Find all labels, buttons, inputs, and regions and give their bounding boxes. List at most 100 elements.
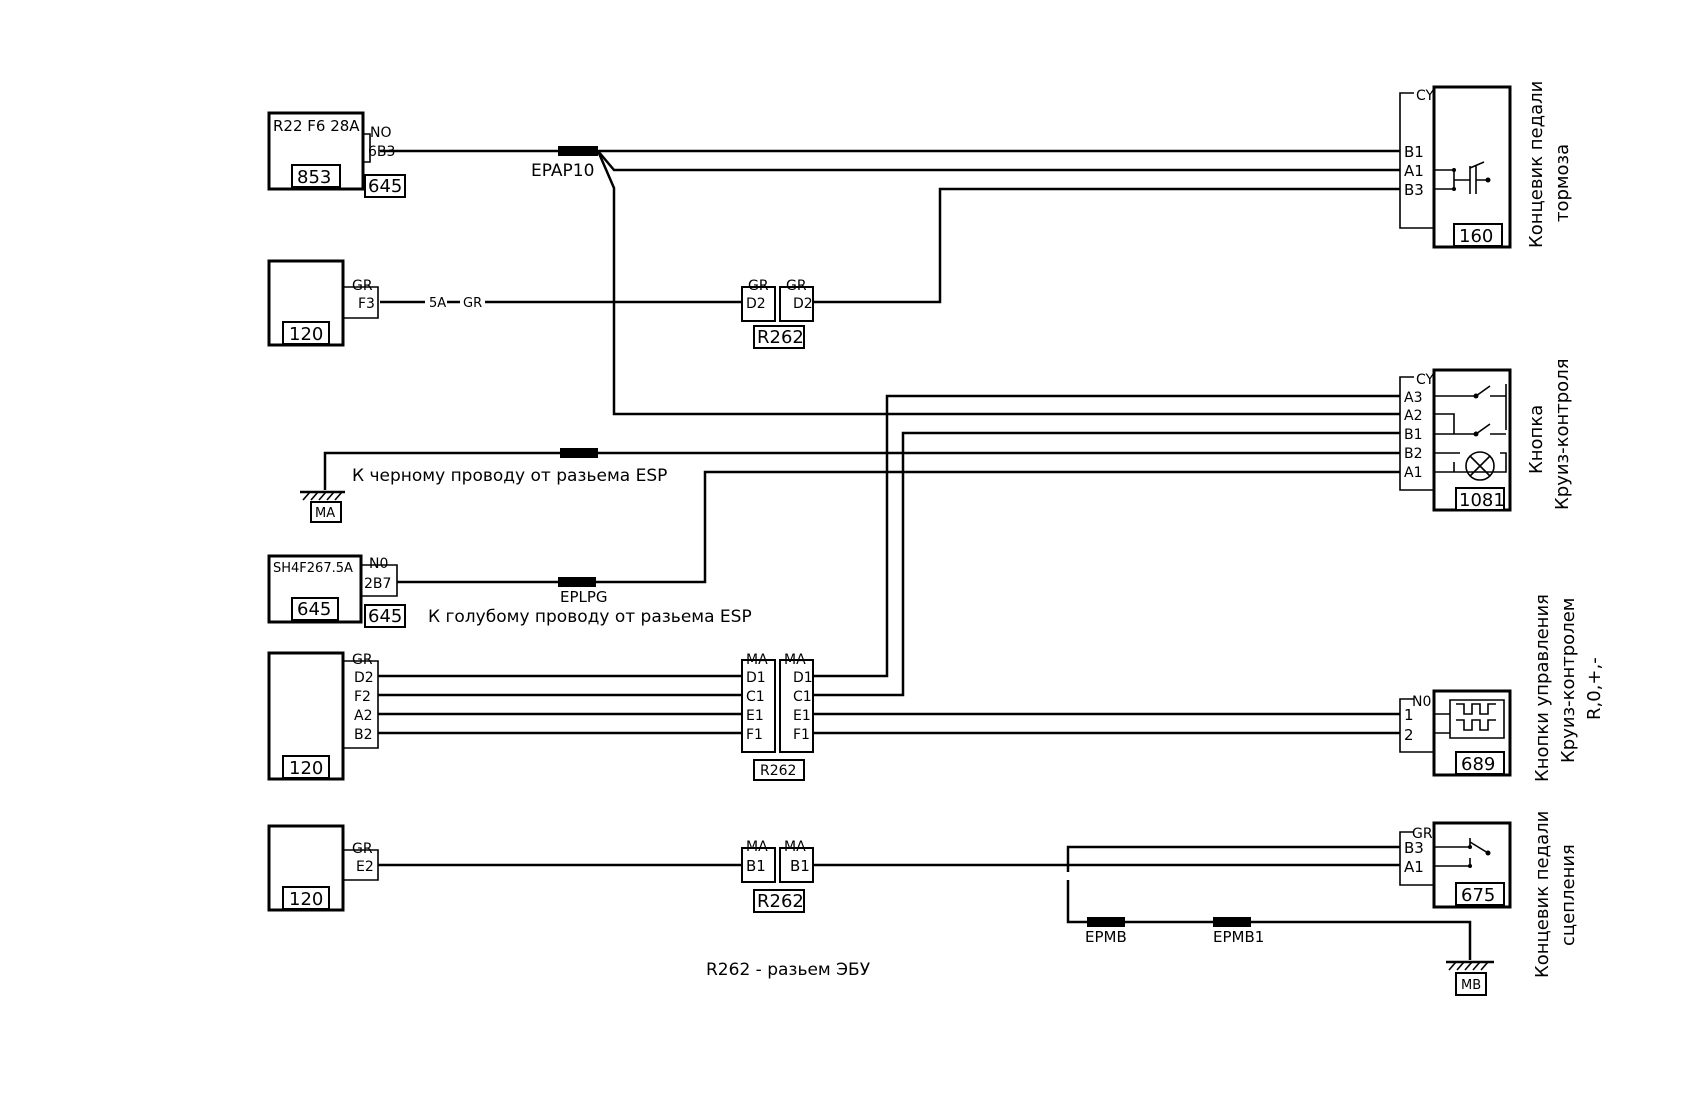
component-120-top: 120 GR F3: [267, 259, 379, 347]
splice-epmb1-label: EPMB1: [1213, 928, 1264, 946]
switch-symbol-160: [1434, 161, 1488, 194]
r262-bottom-pin-right: B1: [790, 857, 810, 875]
component-1081-conn: CY: [1416, 372, 1435, 388]
component-1081-pin-a3: A3: [1404, 390, 1422, 406]
r262-mid-left-c1: C1: [746, 689, 765, 705]
component-120-bottom: 120 GR E2: [267, 824, 379, 912]
r262-mid: MA MA D1 C1 E1 F1 D1 C1 E1 F1 R262: [741, 652, 814, 781]
component-120-top-number-tag: [282, 321, 330, 345]
component-120-mid-conn: GR: [352, 652, 373, 668]
component-853-number: 853: [297, 167, 331, 188]
component-120-top-conn: GR: [352, 278, 373, 294]
note-black-wire: К черному проводу от разьема ESP: [352, 466, 667, 486]
component-160-pin-b1: B1: [1404, 143, 1424, 161]
fuse-label: 5A: [429, 296, 446, 311]
component-675-title-2: сцепления: [1558, 844, 1579, 946]
legend-r262: R262 - разьем ЭБУ: [706, 960, 871, 980]
splice-eplpg: [558, 577, 596, 587]
r262-bottom-tag-label: R262: [757, 891, 804, 912]
wire-r262-d2-to-160-b3: [813, 187, 1400, 304]
component-853-number-tag: [291, 164, 341, 188]
note-blue-wire: К голубому проводу от разьема ESP: [428, 607, 752, 627]
r262-mid-tag: [753, 759, 805, 781]
r262-top-conn-right: GR: [786, 278, 807, 294]
component-689-title-3: R,0,+,-: [1584, 657, 1605, 720]
component-1081-pin-a2: A2: [1404, 408, 1422, 424]
splice-epmb: [1087, 917, 1125, 927]
r262-mid-right-c1: C1: [793, 689, 812, 705]
component-853-tag-label: 645: [368, 176, 402, 197]
component-645-tag: [364, 604, 406, 628]
component-689-number: 689: [1461, 754, 1495, 775]
component-645-conn: N0: [369, 556, 388, 572]
component-120-mid-number: 120: [289, 758, 323, 779]
component-645-tag-label: 645: [368, 606, 402, 627]
component-645-number-tag: [291, 597, 339, 621]
component-120-bottom-conn: GR: [352, 841, 373, 857]
ground-ma-label: MA: [315, 506, 335, 521]
component-675-number-tag: [1455, 882, 1505, 906]
r262-top-conn-left: GR: [748, 278, 769, 294]
component-853-tag: [364, 174, 406, 198]
component-675-pin-a1: A1: [1404, 858, 1424, 876]
component-689-title-1: Кнопки управления: [1532, 594, 1553, 782]
r262-mid-right-d1: D1: [793, 670, 813, 686]
component-689-pin-2: 2: [1404, 726, 1414, 744]
wire-epap10-to-1081-a3: [596, 150, 1400, 416]
lamp-icon: [1465, 451, 1495, 481]
component-675-number: 675: [1461, 885, 1495, 906]
r262-mid-right: [779, 659, 814, 753]
ground-mb-tag: [1455, 972, 1487, 996]
component-120-mid: 120 GR D2 F2 A2 B2: [267, 651, 379, 781]
r262-top-tag-label: R262: [757, 327, 804, 348]
ground-ma: MA: [300, 490, 345, 523]
component-645: SH4F267.5A 645 N0 2B7 645: [267, 554, 406, 628]
r262-top-right: [779, 286, 814, 322]
component-160-pin-b3: B3: [1404, 181, 1424, 199]
component-689-pin-1: 1: [1404, 706, 1414, 724]
wire-ma-to-1081-b2: [323, 451, 1400, 490]
component-689-title-2: Круиз-контролем: [1558, 598, 1579, 763]
r262-top-tag: [753, 325, 805, 349]
component-160-conn: CY: [1416, 88, 1435, 104]
wire-color-label: GR: [463, 296, 482, 311]
component-120-mid-pin-a2: A2: [354, 708, 372, 724]
component-120-mid-pin-b2: B2: [354, 727, 373, 743]
r262-mid-left-e1: E1: [746, 708, 764, 724]
r262-mid-left-f1: F1: [746, 727, 763, 743]
r262-bottom-conn-right: MA: [784, 839, 806, 855]
component-853-conn: NO: [370, 125, 392, 141]
component-645-number: 645: [297, 599, 331, 620]
wire-r262-d1-to-1081-a2: [813, 394, 1400, 678]
splice-epap10-label: EPAP10: [531, 161, 594, 181]
component-160-number-tag: [1453, 223, 1503, 247]
splice-black: [560, 448, 598, 458]
splice-eplpg-label: EPLPG: [560, 588, 608, 606]
r262-bottom-left: [741, 847, 776, 883]
component-120-bottom-number-tag: [282, 886, 330, 910]
r262-mid-left: [741, 659, 776, 753]
component-120-mid-pin-d2: D2: [354, 670, 374, 686]
r262-mid-right-e1: E1: [793, 708, 811, 724]
component-120-mid-pin-f2: F2: [354, 689, 371, 705]
component-853-pin: 6B3: [368, 144, 395, 160]
wire-mb-return: [1066, 880, 1472, 960]
component-675-pin-b3: B3: [1404, 839, 1424, 857]
r262-mid-left-d1: D1: [746, 670, 766, 686]
r262-top: GR GR D2 D2 R262: [741, 278, 814, 349]
component-160-title-1: Концевик педали: [1526, 81, 1547, 248]
component-675-conn: GR: [1412, 826, 1433, 842]
switch-symbol-689: [1434, 699, 1505, 739]
component-675: GR B3 A1 675 Концевик педали сцепления: [1399, 811, 1579, 978]
component-689-number-tag: [1455, 751, 1505, 775]
r262-bottom-pin-left: B1: [746, 857, 766, 875]
component-645-part: SH4F267.5A: [273, 561, 353, 576]
wire-r262-c1-to-1081-b1: [813, 431, 1400, 697]
component-160-title-2: тормоза: [1552, 144, 1573, 222]
component-689-conn: N0: [1412, 694, 1431, 710]
component-120-top-pin: F3: [358, 296, 375, 312]
ground-mb: MB: [1446, 960, 1494, 996]
ground-mb-label: MB: [1461, 978, 1481, 993]
component-853: R22 F6 28A 853 NO 6B3 645: [267, 111, 406, 198]
